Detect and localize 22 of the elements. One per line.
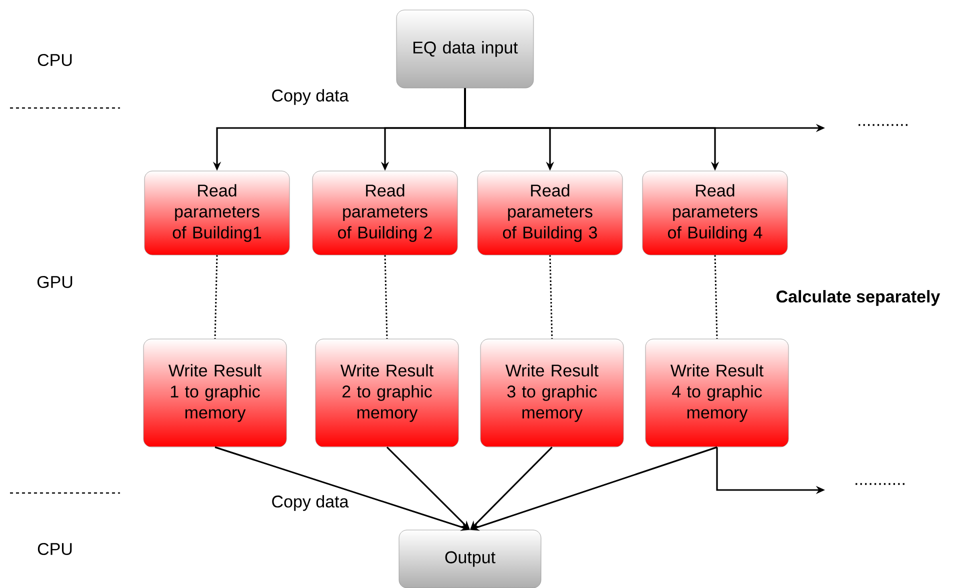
process-box: Write Result 1 to graphic memory <box>143 338 287 448</box>
dotted-line <box>549 255 553 339</box>
process-box: Write Result 3 to graphic memory <box>480 338 624 448</box>
cpu-label: CPU <box>38 542 72 556</box>
cpu-label: CPU <box>38 54 72 66</box>
process-box: Write Result 2 to graphic memory <box>315 338 459 448</box>
output-box: Output <box>398 530 542 588</box>
dotted-line <box>384 255 388 339</box>
dotted-line <box>714 255 718 339</box>
process-box: Read parameters of Building1 <box>144 170 290 256</box>
note: Calculate separately <box>776 290 940 306</box>
process-box: Write Result 4 to graphic memory <box>645 338 789 448</box>
input-box: EQ data input <box>396 10 534 88</box>
process-box: Read parameters of Building 4 <box>642 170 788 256</box>
process-box: Read parameters of Building 2 <box>312 170 458 256</box>
process-box: Read parameters of Building 3 <box>477 170 623 256</box>
dotted-line <box>214 255 218 339</box>
gpu-label: GPU <box>37 276 72 288</box>
copy-label: Copy data <box>272 89 349 105</box>
copy-label: Copy data <box>272 495 349 511</box>
ellipsis: ........... <box>856 483 904 485</box>
ellipsis: ........... <box>858 124 908 126</box>
